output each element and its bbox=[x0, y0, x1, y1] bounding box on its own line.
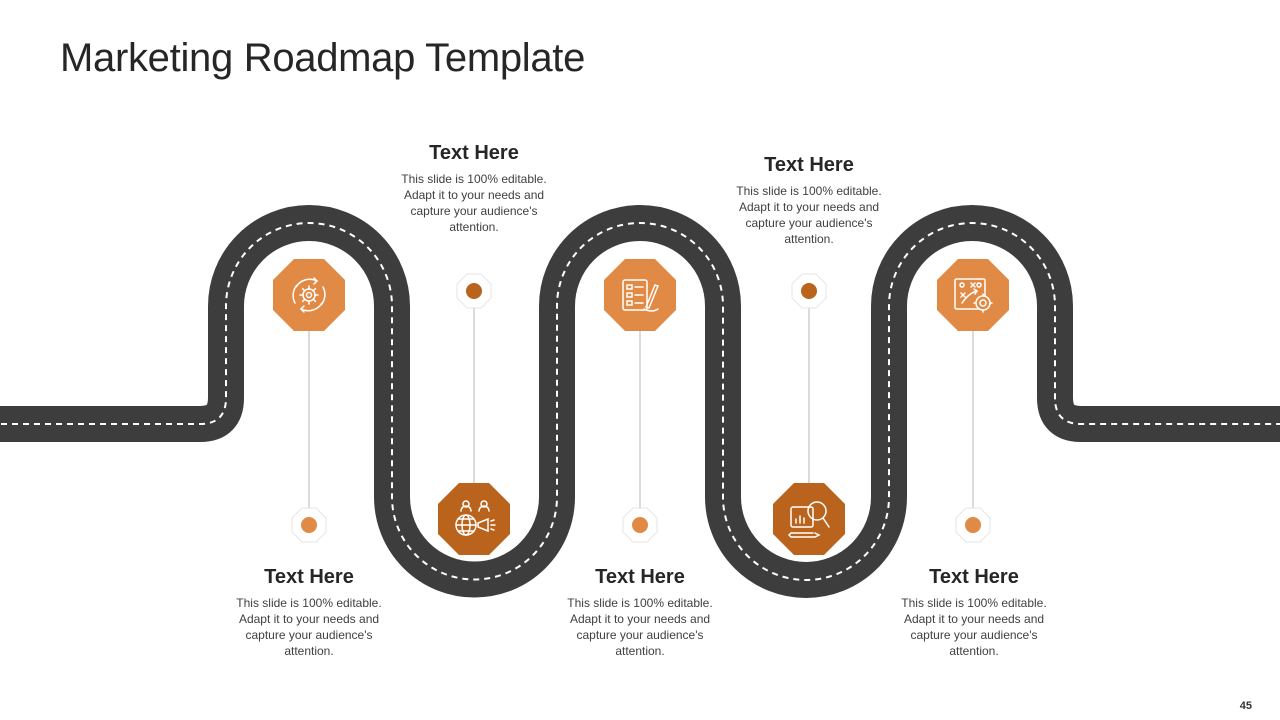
step-badge-2 bbox=[438, 483, 510, 555]
step-text-4: Text Here This slide is 100% editable. A… bbox=[734, 154, 884, 247]
step-heading: Text Here bbox=[429, 142, 519, 164]
page-title: Marketing Roadmap Template bbox=[60, 36, 586, 80]
step-description: This slide is 100% editable. Adapt it to… bbox=[236, 596, 382, 658]
marker-dot-3 bbox=[622, 507, 658, 543]
strategy-plan-icon bbox=[954, 278, 993, 313]
step-description: This slide is 100% editable. Adapt it to… bbox=[736, 184, 882, 246]
step-description: This slide is 100% editable. Adapt it to… bbox=[567, 596, 713, 658]
step-badge-1 bbox=[273, 259, 345, 331]
step-heading: Text Here bbox=[264, 566, 354, 588]
checklist-pencil-icon bbox=[622, 279, 659, 312]
step-heading: Text Here bbox=[595, 566, 685, 588]
step-text-2: Text Here This slide is 100% editable. A… bbox=[399, 142, 549, 235]
global-megaphone-icon bbox=[455, 500, 496, 536]
step-heading: Text Here bbox=[764, 154, 854, 176]
marker-dot-1 bbox=[291, 507, 327, 543]
step-description: This slide is 100% editable. Adapt it to… bbox=[401, 172, 547, 234]
step-heading: Text Here bbox=[929, 566, 1019, 588]
marker-dot-2 bbox=[456, 273, 492, 309]
step-text-3: Text Here This slide is 100% editable. A… bbox=[565, 566, 715, 659]
step-text-1: Text Here This slide is 100% editable. A… bbox=[234, 566, 384, 659]
step-badge-4 bbox=[773, 483, 845, 555]
step-text-5: Text Here This slide is 100% editable. A… bbox=[899, 566, 1049, 659]
page-number: 45 bbox=[1239, 700, 1252, 712]
step-badge-5 bbox=[937, 259, 1009, 331]
gear-cycle-icon bbox=[292, 277, 326, 313]
marker-dot-4 bbox=[791, 273, 827, 309]
road-lane-markings bbox=[0, 222, 1280, 581]
magnifier-analytics-icon bbox=[787, 501, 830, 538]
step-description: This slide is 100% editable. Adapt it to… bbox=[901, 596, 1047, 658]
step-badge-3 bbox=[604, 259, 676, 331]
marker-dot-5 bbox=[955, 507, 991, 543]
